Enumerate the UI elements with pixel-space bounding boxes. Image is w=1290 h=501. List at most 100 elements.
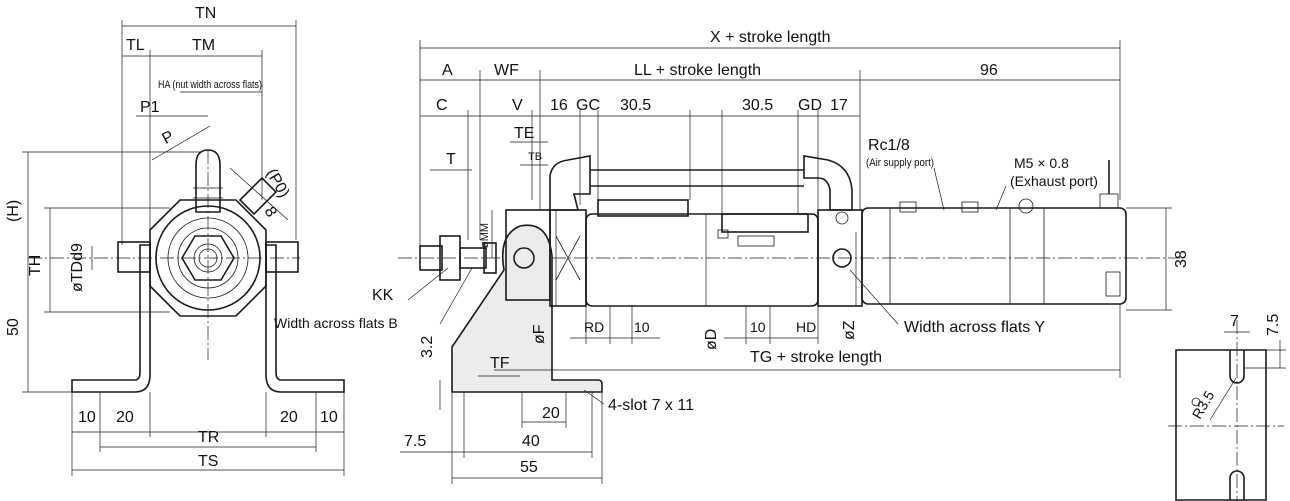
label-tb: TB — [528, 151, 542, 163]
label-th: TH — [27, 255, 44, 276]
label-width-b: Width across flats B — [274, 315, 398, 331]
side-valve-port-1 — [899, 201, 917, 213]
label-p1: P1 — [140, 99, 160, 116]
label-ha-note: HA (nut width across flats) — [158, 79, 262, 91]
front-circle-3 — [177, 227, 239, 289]
label-hd: HD — [796, 319, 816, 335]
label-tn: TN — [195, 5, 216, 22]
label-kk: KK — [372, 287, 394, 304]
label-tm: TM — [192, 37, 215, 54]
label-96: 96 — [980, 62, 998, 79]
label-slot-7: 7 — [1230, 313, 1239, 330]
label-gc: GC — [576, 97, 600, 114]
label-tf: TF — [490, 355, 510, 372]
label-br-10: 10 — [320, 409, 338, 426]
label-tr: TR — [198, 429, 219, 446]
front-circle-2 — [167, 217, 249, 299]
front-nut-hex — [181, 235, 235, 281]
leader-kk — [407, 267, 449, 301]
label-od: øD — [703, 329, 720, 350]
label-10-a: 10 — [634, 319, 650, 335]
side-valve-window — [1105, 271, 1121, 297]
label-h: (H) — [5, 200, 22, 222]
dim-p-line — [151, 125, 211, 161]
label-exhaust: (Exhaust port) — [1010, 173, 1098, 189]
side-head-cross-2 — [555, 235, 581, 281]
label-v: V — [512, 97, 523, 114]
side-valve-body — [861, 207, 1127, 305]
label-br-20: 20 — [280, 409, 298, 426]
front-view: TN TL TM HA (nut width across flats) P1 … — [5, 5, 345, 476]
label-slot-r: R3.5 — [1189, 388, 1218, 422]
side-elbow-right — [803, 155, 853, 211]
label-a: A — [442, 62, 453, 79]
leader-rc — [933, 167, 945, 211]
label-td: øTDd9 — [69, 243, 86, 292]
slot-plate — [1175, 349, 1267, 501]
side-tube-top — [590, 169, 804, 187]
side-rod-cover-port — [832, 248, 852, 268]
side-elbow-left — [549, 155, 591, 211]
label-ts: TS — [198, 453, 218, 470]
label-tg-stroke: TG + stroke length — [750, 349, 882, 366]
label-50: 50 — [5, 318, 22, 336]
label-x-stroke: X + stroke length — [710, 29, 831, 46]
leader-m5 — [995, 185, 1007, 211]
label-slot: 4-slot 7 x 11 — [608, 397, 694, 414]
front-octagon-body — [149, 199, 267, 317]
leader-slot-r — [1209, 377, 1237, 421]
front-outer-circle — [155, 205, 261, 311]
slot-view: 7 7.5 R3.5 — [1168, 313, 1286, 501]
leader-slot — [583, 389, 605, 405]
side-valve-connector — [1099, 193, 1119, 209]
label-bl-20: 20 — [116, 409, 134, 426]
label-c: C — [436, 97, 448, 114]
label-bl-10: 10 — [78, 409, 96, 426]
side-switch-2 — [721, 213, 809, 233]
label-10-b: 10 — [750, 319, 766, 335]
front-foot-right — [265, 244, 345, 393]
front-rod-inner — [198, 248, 218, 268]
label-8: 8 — [261, 204, 280, 220]
label-wf: WF — [494, 62, 519, 79]
label-16: 16 — [550, 97, 568, 114]
label-tl: TL — [126, 37, 145, 54]
front-fitting — [195, 149, 221, 213]
front-pivot-right — [265, 241, 299, 273]
front-rod-circle — [193, 243, 223, 273]
label-air: (Air supply port) — [866, 157, 934, 169]
label-40: 40 — [522, 433, 540, 450]
label-30-5-a: 30.5 — [620, 97, 651, 114]
label-rd: RD — [584, 319, 604, 335]
dim-p0-line — [229, 167, 289, 221]
side-rod-cover-screw — [835, 211, 849, 225]
label-7-5: 7.5 — [404, 433, 426, 450]
side-foot-bracket — [451, 224, 603, 393]
label-17: 17 — [830, 97, 848, 114]
label-20: 20 — [542, 405, 560, 422]
label-p: P — [159, 128, 176, 148]
front-sensor — [238, 176, 278, 216]
label-30-5-b: 30.5 — [742, 97, 773, 114]
side-rod-end — [483, 242, 497, 274]
front-pivot-left — [117, 241, 151, 273]
side-valve-port-2 — [961, 201, 979, 213]
leader-width-b — [439, 267, 473, 325]
side-valve-port-3 — [1018, 198, 1034, 214]
label-slot-7-5: 7.5 — [1265, 314, 1282, 336]
side-cylinder-tube — [585, 213, 819, 307]
side-pivot-circle — [513, 247, 535, 269]
label-mm: øMM — [479, 223, 491, 248]
label-rc: Rc1/8 — [868, 137, 910, 154]
side-rod — [459, 247, 487, 269]
label-3-2: 3.2 — [419, 336, 436, 358]
side-view: X + stroke length A WF LL + stroke lengt… — [274, 29, 1190, 484]
label-width-y: Width across flats Y — [904, 319, 1045, 336]
leader-width-y — [849, 269, 899, 325]
front-foot-left — [71, 244, 151, 393]
side-switch-1 — [597, 199, 689, 217]
side-switch-2-lead — [737, 235, 775, 247]
label-gd: GD — [798, 97, 822, 114]
label-ll-stroke: LL + stroke length — [634, 62, 761, 79]
